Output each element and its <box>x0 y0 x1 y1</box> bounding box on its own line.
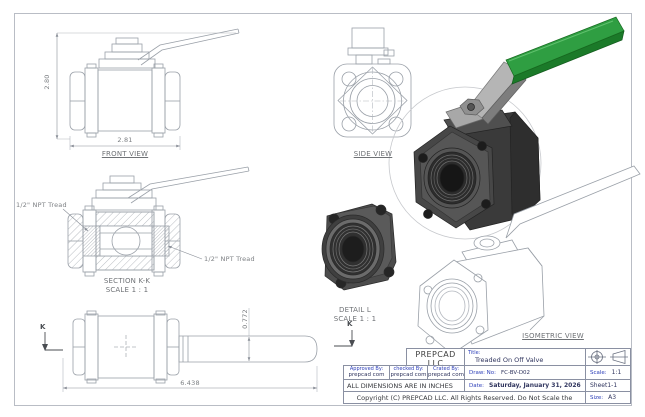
approved-label: Approved By: <box>349 366 384 372</box>
detail-callout-circle <box>388 86 542 240</box>
projection-cell <box>585 348 631 366</box>
overall-length-dim: 6.438 <box>180 379 200 387</box>
title-label: Title: <box>468 350 481 356</box>
size-cell: Size: A3 <box>585 391 631 404</box>
front-view-label: FRONT VIEW <box>101 150 149 158</box>
section-view-drawing <box>62 166 250 277</box>
detail-view-scale: SCALE 1 : 1 <box>333 314 377 323</box>
title-block: PREPCAD LLC www.prepcad.com Title: Tread… <box>343 348 631 404</box>
scale-value: 1:1 <box>611 369 622 376</box>
section-mark-k-right: K <box>347 320 353 328</box>
scale-label: Scale: <box>590 369 607 376</box>
created-value: prepcad com <box>428 372 464 378</box>
checked-value: prepcad com <box>390 372 427 378</box>
section-view-scale: SCALE 1 : 1 <box>105 285 149 294</box>
detail-l-drawing <box>321 203 397 291</box>
size-label: Size: <box>590 394 604 401</box>
third-angle-projection-icon <box>588 349 628 365</box>
npt-callout-left: 1/2" NPT Tread <box>16 201 67 209</box>
rendered-valve <box>413 16 625 231</box>
drawno-cell: Draw: No: FC-BV-D02 <box>464 365 586 380</box>
drawno-label: Draw: No: <box>469 369 496 376</box>
date-value: Saturday, January 31, 2026 <box>489 382 581 389</box>
section-view-label: SECTION K-K <box>103 277 151 285</box>
size-value: A3 <box>608 394 617 401</box>
sheet-border <box>14 13 632 406</box>
copyright-note: Copyright (C) PREPCAD LLC. All Rights Re… <box>343 391 586 404</box>
front-height-dim: 2.80 <box>43 74 51 90</box>
created-cell: Crated By: prepcad com <box>427 365 465 380</box>
scale-cell: Scale: 1:1 <box>585 365 631 380</box>
side-view-drawing <box>333 27 412 138</box>
detail-view-label: DETAIL L <box>338 306 372 314</box>
approved-cell: Approved By: prepcad com <box>343 365 390 380</box>
npt-callout-right: 1/2" NPT Tread <box>204 255 255 263</box>
section-mark-k-left: K <box>40 323 46 331</box>
front-width-dim: 2.81 <box>117 136 133 144</box>
plan-view-drawing <box>42 308 355 392</box>
approved-value: prepcad com <box>348 372 385 378</box>
isometric-view-drawing <box>417 165 641 355</box>
drawno-value: FC-BV-D02 <box>501 369 531 376</box>
created-label: Crated By: <box>432 366 460 372</box>
checked-cell: checked By: prepcad com <box>389 365 428 380</box>
side-view-label: SIDE VIEW <box>353 150 393 158</box>
company-cell: PREPCAD LLC www.prepcad.com <box>406 348 465 366</box>
drawing-title: Treaded On Off Valve <box>475 356 544 364</box>
checked-label: checked By: <box>393 366 424 372</box>
sheet-value: Sheet1-1 <box>590 382 618 389</box>
isometric-view-label: ISOMETRIC VIEW <box>522 332 584 340</box>
handle-width-dim: 0.772 <box>241 309 249 329</box>
company-name: PREPCAD LLC <box>415 350 456 366</box>
title-cell: Title: Treaded On Off Valve <box>464 348 586 366</box>
front-view-drawing <box>55 28 240 150</box>
date-label: Date: <box>469 382 484 389</box>
